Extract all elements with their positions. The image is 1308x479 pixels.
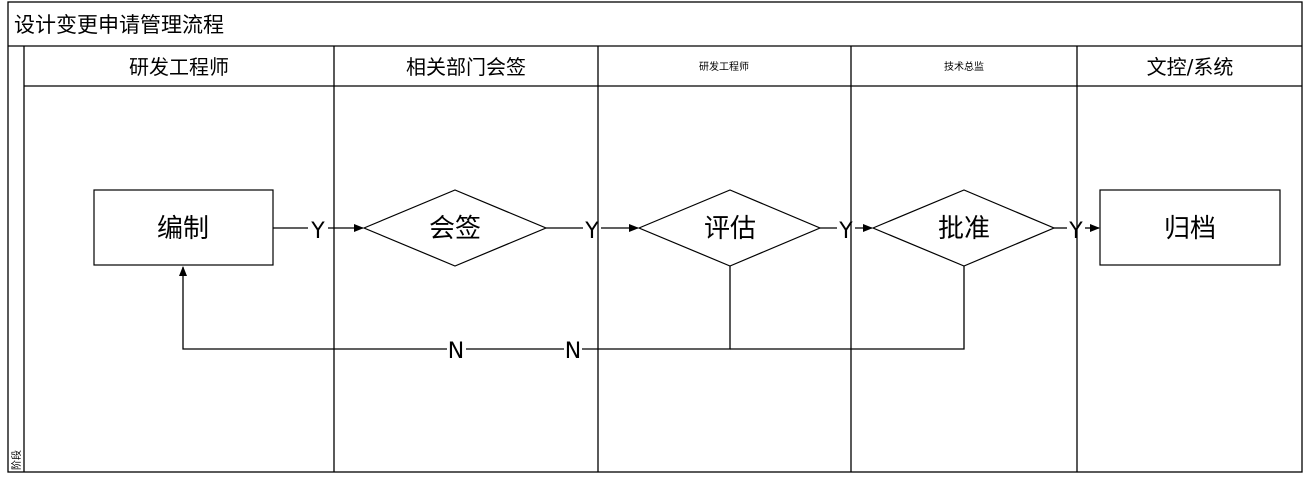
- lane-header-tech-director: 技术总监: [944, 60, 984, 73]
- node-draft-label: 编制: [157, 214, 209, 244]
- node-evaluate-label: 评估: [704, 214, 756, 244]
- edge-no-return: [179, 266, 447, 350]
- edge-label-no: N: [448, 339, 464, 364]
- node-approve-label: 批准: [938, 214, 990, 244]
- edge-label-yes: Y: [584, 219, 599, 244]
- edge-label-yes: Y: [1068, 219, 1083, 244]
- edge-no-approve: [730, 266, 965, 350]
- lane-header-rd-engineer: 研发工程师: [129, 55, 229, 79]
- outer-frame: [7, 1, 1303, 473]
- edge-no-evaluate: [582, 266, 731, 350]
- node-draft: [93, 189, 274, 266]
- edge-label-yes: Y: [310, 219, 325, 244]
- phase-label: 阶段: [10, 450, 23, 470]
- edge-label-no: N: [565, 339, 581, 364]
- lane-header-doc-control: 文控/系统: [1147, 55, 1234, 79]
- node-archive: [1099, 189, 1281, 266]
- node-archive-label: 归档: [1164, 214, 1216, 244]
- node-countersign-label: 会签: [429, 214, 481, 244]
- lane-header-rd-engineer-2: 研发工程师: [699, 60, 749, 73]
- diagram-title: 设计变更申请管理流程: [14, 13, 224, 37]
- lane-header-departments: 相关部门会签: [406, 55, 526, 79]
- edge-label-yes: Y: [838, 219, 853, 244]
